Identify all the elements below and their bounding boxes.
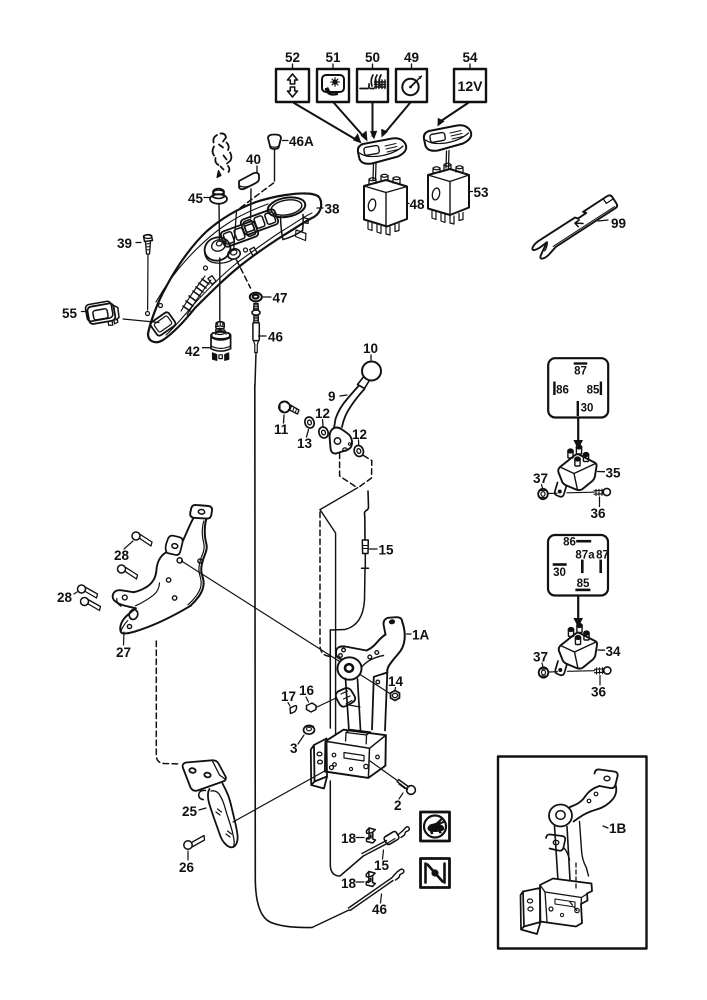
- svg-text:18: 18: [341, 831, 357, 846]
- svg-text:48: 48: [410, 197, 426, 212]
- svg-text:30: 30: [553, 567, 566, 579]
- svg-text:18: 18: [341, 876, 357, 891]
- svg-text:11: 11: [274, 422, 289, 437]
- svg-text:37: 37: [533, 650, 548, 665]
- svg-text:26: 26: [179, 860, 195, 875]
- svg-text:27: 27: [116, 645, 131, 660]
- svg-text:40: 40: [246, 152, 261, 167]
- svg-text:28: 28: [57, 590, 73, 605]
- svg-text:12V: 12V: [458, 78, 484, 94]
- svg-text:15: 15: [379, 543, 395, 558]
- svg-text:10: 10: [363, 341, 378, 356]
- svg-text:17: 17: [281, 689, 296, 704]
- svg-text:87a: 87a: [575, 550, 595, 562]
- svg-text:36: 36: [591, 685, 607, 700]
- svg-text:37: 37: [533, 471, 548, 486]
- svg-text:46: 46: [372, 902, 388, 917]
- svg-text:51: 51: [325, 50, 341, 65]
- svg-text:50: 50: [365, 50, 380, 65]
- svg-text:87: 87: [596, 550, 609, 562]
- svg-text:28: 28: [114, 548, 130, 563]
- svg-text:52: 52: [285, 50, 300, 65]
- svg-text:87: 87: [574, 366, 587, 378]
- svg-text:85: 85: [587, 385, 600, 397]
- svg-text:86: 86: [563, 537, 576, 549]
- svg-text:46A: 46A: [289, 134, 314, 149]
- svg-text:85: 85: [577, 578, 590, 590]
- svg-text:13: 13: [297, 436, 313, 451]
- svg-text:38: 38: [325, 202, 341, 217]
- svg-text:36: 36: [591, 506, 607, 521]
- svg-text:42: 42: [185, 344, 200, 359]
- svg-text:39: 39: [117, 236, 132, 251]
- svg-text:1A: 1A: [412, 628, 430, 643]
- svg-text:46: 46: [268, 330, 284, 345]
- svg-text:16: 16: [299, 683, 315, 698]
- svg-text:86: 86: [556, 385, 569, 397]
- svg-text:34: 34: [606, 644, 622, 659]
- svg-text:14: 14: [388, 674, 404, 689]
- svg-text:9: 9: [328, 389, 336, 404]
- svg-text:47: 47: [273, 291, 288, 306]
- svg-text:30: 30: [581, 403, 594, 415]
- svg-text:25: 25: [182, 804, 198, 819]
- svg-text:3: 3: [290, 741, 298, 756]
- svg-text:35: 35: [606, 466, 622, 481]
- svg-text:99: 99: [611, 216, 626, 231]
- svg-text:55: 55: [62, 306, 78, 321]
- svg-text:49: 49: [404, 50, 419, 65]
- svg-text:45: 45: [188, 191, 204, 206]
- svg-text:12: 12: [315, 406, 330, 421]
- svg-text:15: 15: [374, 858, 390, 873]
- svg-text:1B: 1B: [609, 821, 627, 836]
- svg-text:2: 2: [394, 798, 402, 813]
- svg-text:54: 54: [462, 50, 478, 65]
- svg-text:53: 53: [474, 185, 490, 200]
- svg-text:12: 12: [352, 427, 367, 442]
